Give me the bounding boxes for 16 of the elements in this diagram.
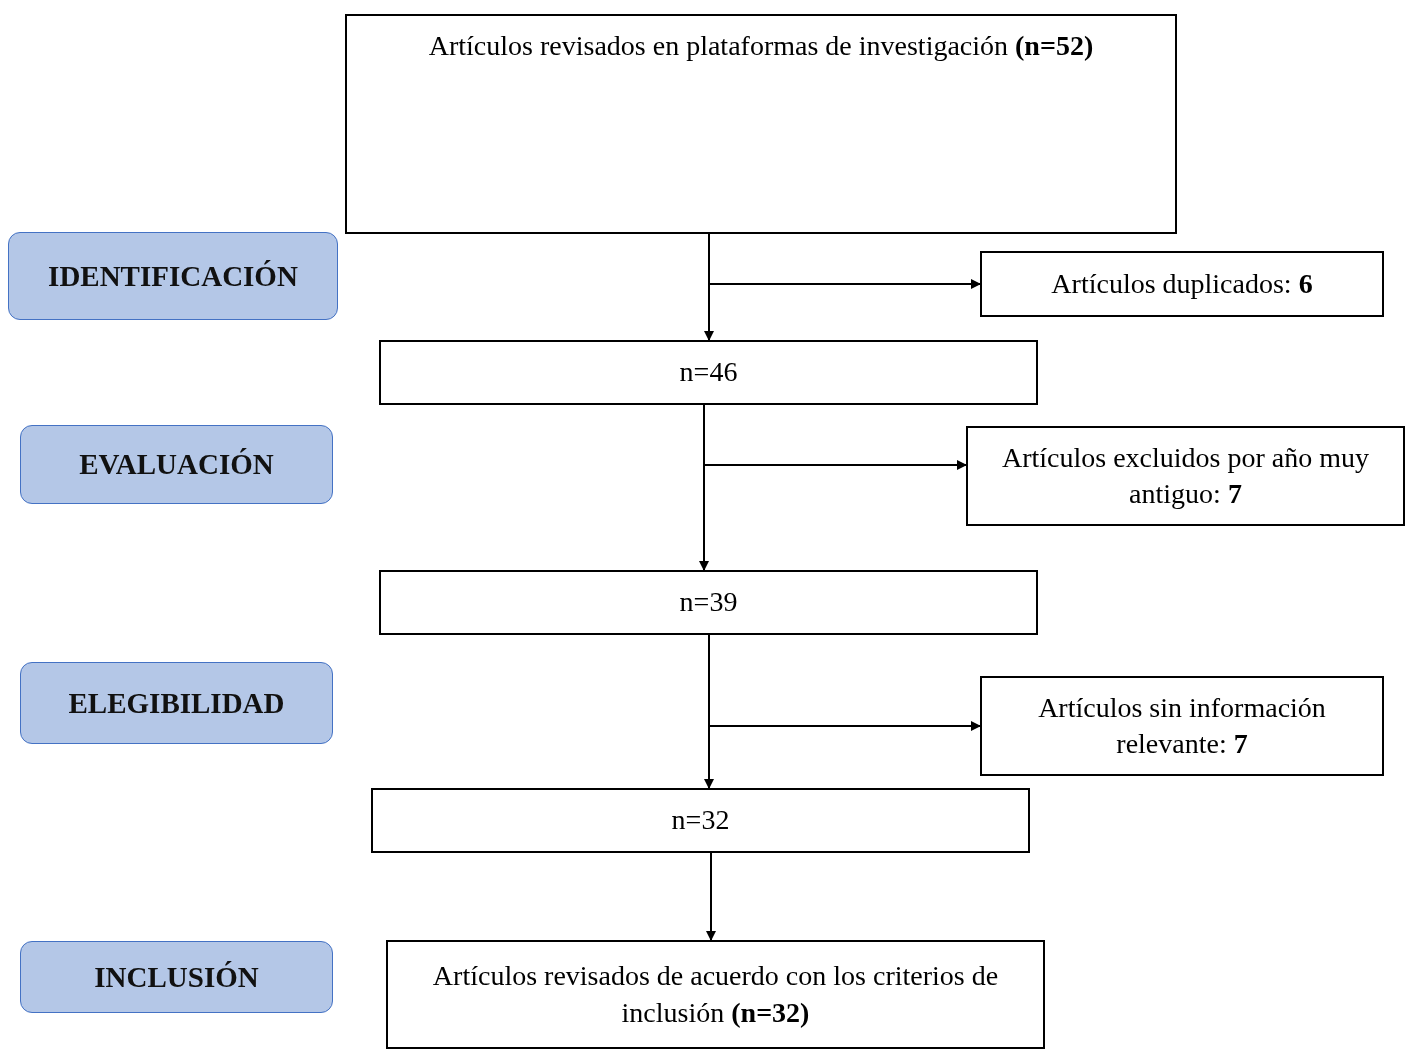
phase-label-box: INCLUSIÓN — [20, 941, 333, 1013]
arrow — [706, 852, 716, 941]
process-box: Artículos sin información relevante: 7 — [980, 676, 1384, 776]
phase-label-box: ELEGIBILIDAD — [20, 662, 333, 744]
process-box: Artículos revisados de acuerdo con los criterios de inclusión (n=32) — [386, 940, 1045, 1049]
process-box: n=32 — [371, 788, 1030, 853]
process-box: n=46 — [379, 340, 1038, 405]
arrow — [703, 404, 967, 470]
arrow — [708, 233, 981, 289]
phase-label-box: IDENTIFICACIÓN — [8, 232, 338, 320]
phase-label-box: EVALUACIÓN — [20, 425, 333, 504]
process-box: Artículos duplicados: 6 — [980, 251, 1384, 317]
process-box: Artículos excluidos por año muy antiguo: 7 — [966, 426, 1405, 526]
process-box: n=39 — [379, 570, 1038, 635]
process-box: Artículos revisados en plataformas de investigación (n=52) — [345, 14, 1177, 234]
arrow — [708, 634, 981, 731]
